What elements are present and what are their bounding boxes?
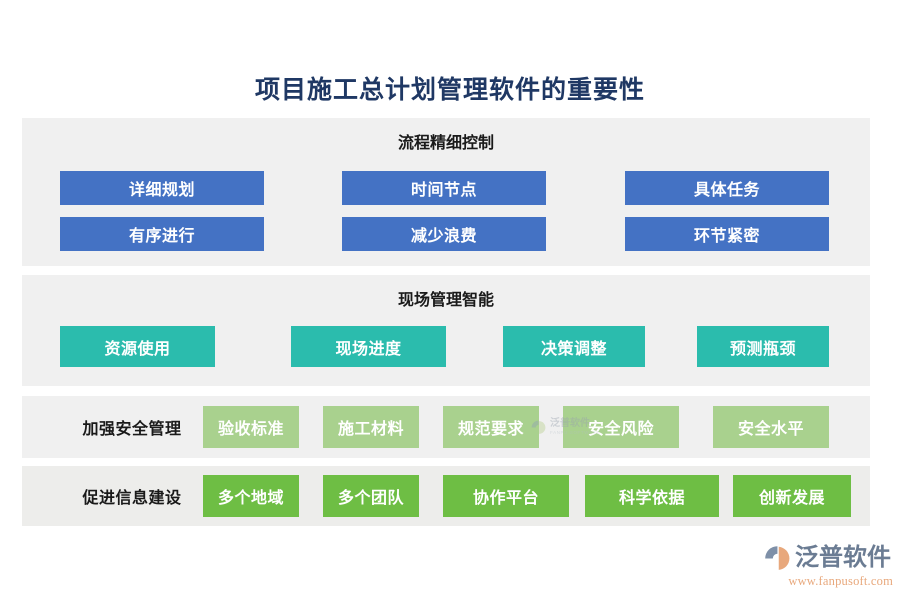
chip-scientific-basis[interactable]: 科学依据 — [585, 475, 719, 517]
chip-specific-task[interactable]: 具体任务 — [625, 171, 829, 205]
chip-time-node[interactable]: 时间节点 — [342, 171, 546, 205]
chip-decision-adjustment[interactable]: 决策调整 — [503, 326, 645, 367]
section-site-management: 现场管理智能 资源使用 现场进度 决策调整 预测瓶颈 — [22, 275, 870, 386]
section-information-construction: 促进信息建设 多个地域 多个团队 协作平台 科学依据 创新发展 — [22, 466, 870, 526]
chip-safety-risk[interactable]: 安全风险 — [563, 406, 679, 448]
chip-safety-level[interactable]: 安全水平 — [713, 406, 829, 448]
section-process-control: 流程精细控制 详细规划 时间节点 具体任务 有序进行 减少浪费 环节紧密 — [22, 118, 870, 266]
chip-tight-links[interactable]: 环节紧密 — [625, 217, 829, 251]
chip-multiple-teams[interactable]: 多个团队 — [323, 475, 419, 517]
brand-logo-url: www.fanpusoft.com — [788, 574, 893, 588]
chip-collaboration-platform[interactable]: 协作平台 — [443, 475, 569, 517]
chip-reduce-waste[interactable]: 减少浪费 — [342, 217, 546, 251]
chip-resource-usage[interactable]: 资源使用 — [60, 326, 215, 367]
chip-construction-materials[interactable]: 施工材料 — [323, 406, 419, 448]
section-label-information-construction: 促进信息建设 — [82, 490, 182, 507]
brand-logo-name: 泛普软件 — [795, 544, 891, 571]
brand-logo: 泛普软件 www.fanpusoft.com — [763, 543, 893, 591]
chip-multiple-regions[interactable]: 多个地域 — [203, 475, 299, 517]
chip-predict-bottleneck[interactable]: 预测瓶颈 — [697, 326, 829, 367]
section-heading-process-control: 流程精细控制 — [397, 135, 494, 152]
fanpu-logo-mark-icon — [763, 544, 791, 572]
chip-detailed-planning[interactable]: 详细规划 — [60, 171, 264, 205]
section-safety-management: 加强安全管理 验收标准 施工材料 规范要求 安全风险 安全水平 泛普软件 FAN… — [22, 396, 870, 458]
brand-logo-row: 泛普软件 — [763, 543, 893, 573]
chip-site-progress[interactable]: 现场进度 — [291, 326, 446, 367]
chip-specification-requirements[interactable]: 规范要求 — [443, 406, 539, 448]
chip-orderly-progress[interactable]: 有序进行 — [60, 217, 264, 251]
chip-innovative-development[interactable]: 创新发展 — [733, 475, 851, 517]
chip-acceptance-standard[interactable]: 验收标准 — [203, 406, 299, 448]
section-label-safety-management: 加强安全管理 — [82, 421, 182, 438]
page-title: 项目施工总计划管理软件的重要性 — [254, 76, 645, 104]
section-heading-site-management: 现场管理智能 — [397, 292, 494, 309]
